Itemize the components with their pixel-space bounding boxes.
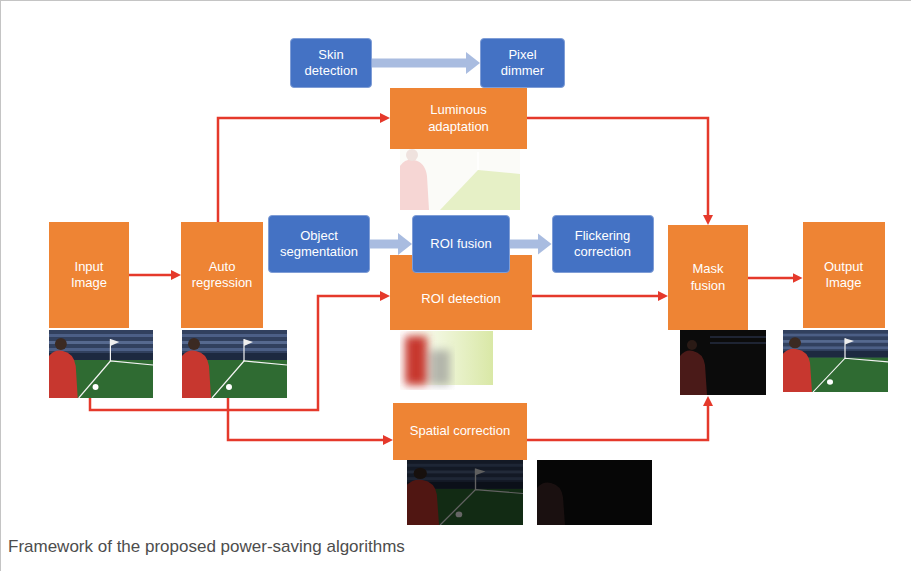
autoregression-thumbnail bbox=[182, 330, 287, 398]
box-label: Luminous adaptation bbox=[414, 102, 504, 135]
step-box: Pixel dimmer bbox=[480, 38, 565, 88]
flow-arrow bbox=[228, 398, 384, 440]
roi-thumbnail bbox=[405, 331, 493, 385]
flow-arrow bbox=[129, 274, 172, 277]
box-label: ROI detection bbox=[421, 291, 501, 307]
box-label: Flickering correction bbox=[558, 228, 648, 261]
box-label: Mask fusion bbox=[678, 261, 738, 294]
process-box: Input Image bbox=[49, 222, 129, 328]
box-label: Skin detection bbox=[296, 47, 366, 80]
figure-caption: Framework of the proposed power-saving a… bbox=[8, 537, 405, 557]
step-box: Object segmentation bbox=[268, 215, 370, 273]
flow-arrow bbox=[527, 405, 708, 440]
block-arrow bbox=[510, 240, 539, 249]
process-box: Auto regression bbox=[181, 222, 263, 328]
process-box: Mask fusion bbox=[668, 225, 748, 330]
flow-arrow bbox=[527, 118, 708, 216]
box-label: Auto regression bbox=[187, 259, 257, 292]
process-box: Luminous adaptation bbox=[390, 88, 527, 149]
box-label: Input Image bbox=[59, 259, 119, 292]
box-label: Output Image bbox=[809, 259, 879, 292]
flow-arrow bbox=[748, 277, 794, 280]
box-label: Pixel dimmer bbox=[488, 47, 558, 80]
block-arrow bbox=[372, 59, 467, 68]
mask-thumbnail bbox=[680, 330, 766, 395]
flow-arrow bbox=[532, 295, 659, 298]
box-label: Spatial correction bbox=[410, 423, 510, 439]
frame-line bbox=[0, 0, 1, 571]
block-arrow bbox=[370, 240, 399, 249]
step-box: Flickering correction bbox=[552, 215, 654, 273]
flow-arrow bbox=[218, 118, 381, 222]
box-label: ROI fusion bbox=[430, 236, 491, 252]
step-box: Skin detection bbox=[290, 38, 372, 88]
luminous-thumbnail bbox=[400, 149, 520, 210]
output-thumbnail bbox=[783, 330, 888, 392]
step-box: ROI fusion bbox=[412, 215, 510, 273]
process-box: Output Image bbox=[803, 222, 885, 328]
process-box: Spatial correction bbox=[393, 403, 527, 460]
input-thumbnail bbox=[49, 330, 153, 398]
spatial-thumbnails bbox=[407, 460, 652, 525]
box-label: Object segmentation bbox=[274, 228, 364, 261]
frame-line bbox=[0, 0, 911, 1]
